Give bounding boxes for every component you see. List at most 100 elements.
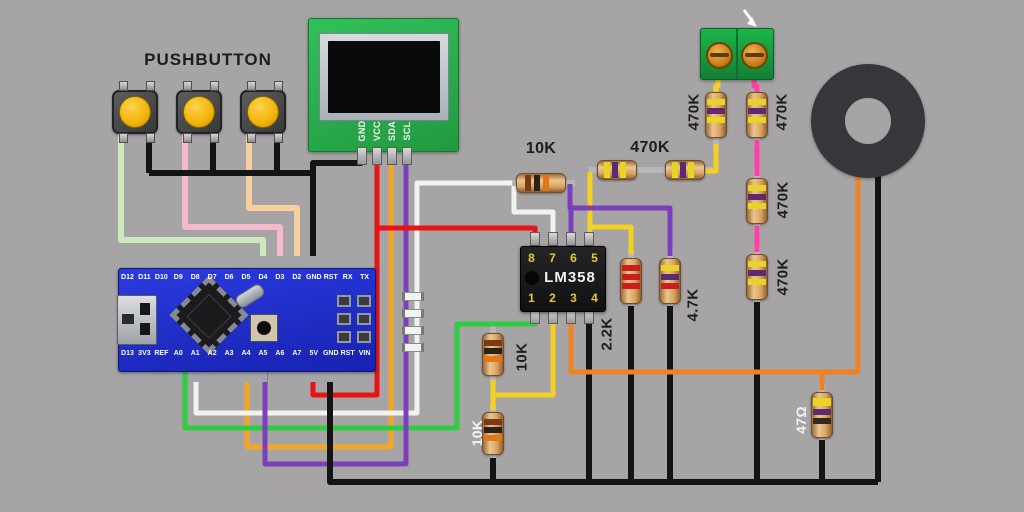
display-pin-gnd: GND [357, 120, 367, 142]
mcu-chip [169, 275, 249, 355]
ic-pin-stub [566, 310, 576, 324]
resistor-4.7k [659, 258, 681, 304]
ic-pin-number: 3 [570, 291, 577, 305]
display-pin-stub [357, 147, 367, 165]
pin-label: D9 [173, 274, 183, 281]
pushbutton-1[interactable] [112, 81, 158, 143]
pin-label: D5 [241, 274, 251, 281]
ic-bottom-pin-numbers: 1 2 3 4 [521, 291, 605, 305]
ic-pin-stub [548, 232, 558, 246]
pin-label: RST [323, 274, 338, 281]
label-10k-a: 10K [513, 342, 531, 372]
resistor-470k-v3 [746, 178, 768, 224]
label-470k-v2: 470K [773, 93, 791, 131]
pin-label: D8 [190, 274, 200, 281]
reset-button-cap[interactable] [257, 321, 271, 335]
oled-display-module: GND VCC SDA SCL [308, 18, 459, 165]
resistor-470k-v1 [705, 92, 727, 138]
button-leg [146, 133, 155, 143]
button-cap[interactable] [247, 96, 279, 128]
button-cap[interactable] [183, 96, 215, 128]
ic-pin-number: 6 [570, 251, 577, 265]
arduino-nano-board [117, 268, 424, 372]
usb-slot [122, 314, 134, 324]
pin-label: D12 [121, 274, 134, 281]
pin-label: REF [154, 350, 169, 357]
ic-pin1-notch [525, 271, 539, 285]
wire-22k-yellow [590, 224, 634, 254]
label-470k-v4: 470K [774, 258, 792, 296]
display-pin-vcc: VCC [372, 121, 382, 141]
pin-label: A2 [207, 350, 217, 357]
wire-btn1-lightgreen [118, 132, 266, 266]
icsp-pad [337, 295, 351, 307]
resistor-470k-horizontal-b [665, 160, 705, 180]
display-pin-stub [372, 147, 382, 165]
pin-label: D13 [121, 350, 134, 357]
resistor-10k-b [482, 412, 504, 455]
arduino-bottom-pin-strip [119, 369, 373, 382]
pin-label: 5V [309, 350, 319, 357]
wire-pin2-yellow [490, 316, 556, 398]
icsp-pad [357, 295, 371, 307]
wire-a1-white [193, 180, 512, 416]
pushbutton-3[interactable] [240, 81, 286, 143]
pushbutton-2[interactable] [176, 81, 222, 143]
pin-label: D10 [154, 274, 168, 281]
terminal-screw-left[interactable] [706, 42, 733, 69]
resistor-470k-v2 [746, 92, 768, 138]
ic-pin-number: 4 [591, 291, 598, 305]
ic-pin-stub [566, 232, 576, 246]
wire-btn3-peach [246, 132, 300, 266]
button-leg [274, 133, 283, 143]
terminal-screw-right[interactable] [741, 42, 768, 69]
reset-button[interactable] [250, 314, 278, 342]
pin-label: D6 [224, 274, 234, 281]
ic-name: LM358 [544, 269, 596, 286]
icsp-pad [357, 313, 371, 325]
pin-label: A7 [292, 350, 302, 357]
label-470k-v1: 470K [685, 93, 703, 131]
display-screen [328, 41, 440, 113]
wire-pin8-red [377, 225, 538, 240]
pin-label: A5 [258, 350, 268, 357]
pin-label: A0 [173, 350, 183, 357]
label-47ohm: 47Ω [793, 406, 809, 434]
button-leg [119, 133, 128, 143]
lm358-ic: 8 7 6 5 LM358 1 2 3 4 [520, 246, 606, 312]
pin-label: A4 [241, 350, 251, 357]
ic-pin-number: 7 [549, 251, 556, 265]
pin-label: A6 [275, 350, 285, 357]
button-cap[interactable] [119, 96, 151, 128]
magnetic-ring-sensor [811, 64, 925, 178]
usb-slot [140, 323, 150, 335]
pin-label: D3 [275, 274, 285, 281]
button-leg [119, 81, 128, 91]
label-10k-b: 10K [469, 419, 485, 447]
smd-component [402, 343, 424, 352]
smd-component [402, 292, 424, 301]
wire-pin7-white [511, 186, 556, 240]
pin-label: RST [340, 350, 355, 357]
wire-470k-link-yellow [706, 144, 719, 174]
button-leg [183, 81, 192, 91]
ground-wires [327, 176, 881, 485]
resistor-470k-v4 [746, 254, 768, 300]
usb-connector [117, 295, 157, 345]
button-leg [247, 133, 256, 143]
pin-label: A1 [190, 350, 200, 357]
resistor-10k-horizontal [516, 173, 566, 193]
wire-sda [244, 156, 394, 450]
pin-label: RX [342, 274, 353, 281]
ic-pin-number: 8 [528, 251, 535, 265]
wire-pin6-purple [567, 184, 673, 256]
label-10k-horizontal: 10K [525, 140, 557, 157]
ic-pin-stub [584, 232, 594, 246]
pushbutton-label: PUSHBUTTON [144, 50, 272, 69]
pin-label: VIN [358, 350, 371, 357]
button-leg [274, 81, 283, 91]
cursor-arrow-icon [742, 9, 757, 27]
label-2.2k: 2.2K [598, 317, 616, 351]
button-leg [210, 133, 219, 143]
pin-label: GND [322, 350, 339, 357]
